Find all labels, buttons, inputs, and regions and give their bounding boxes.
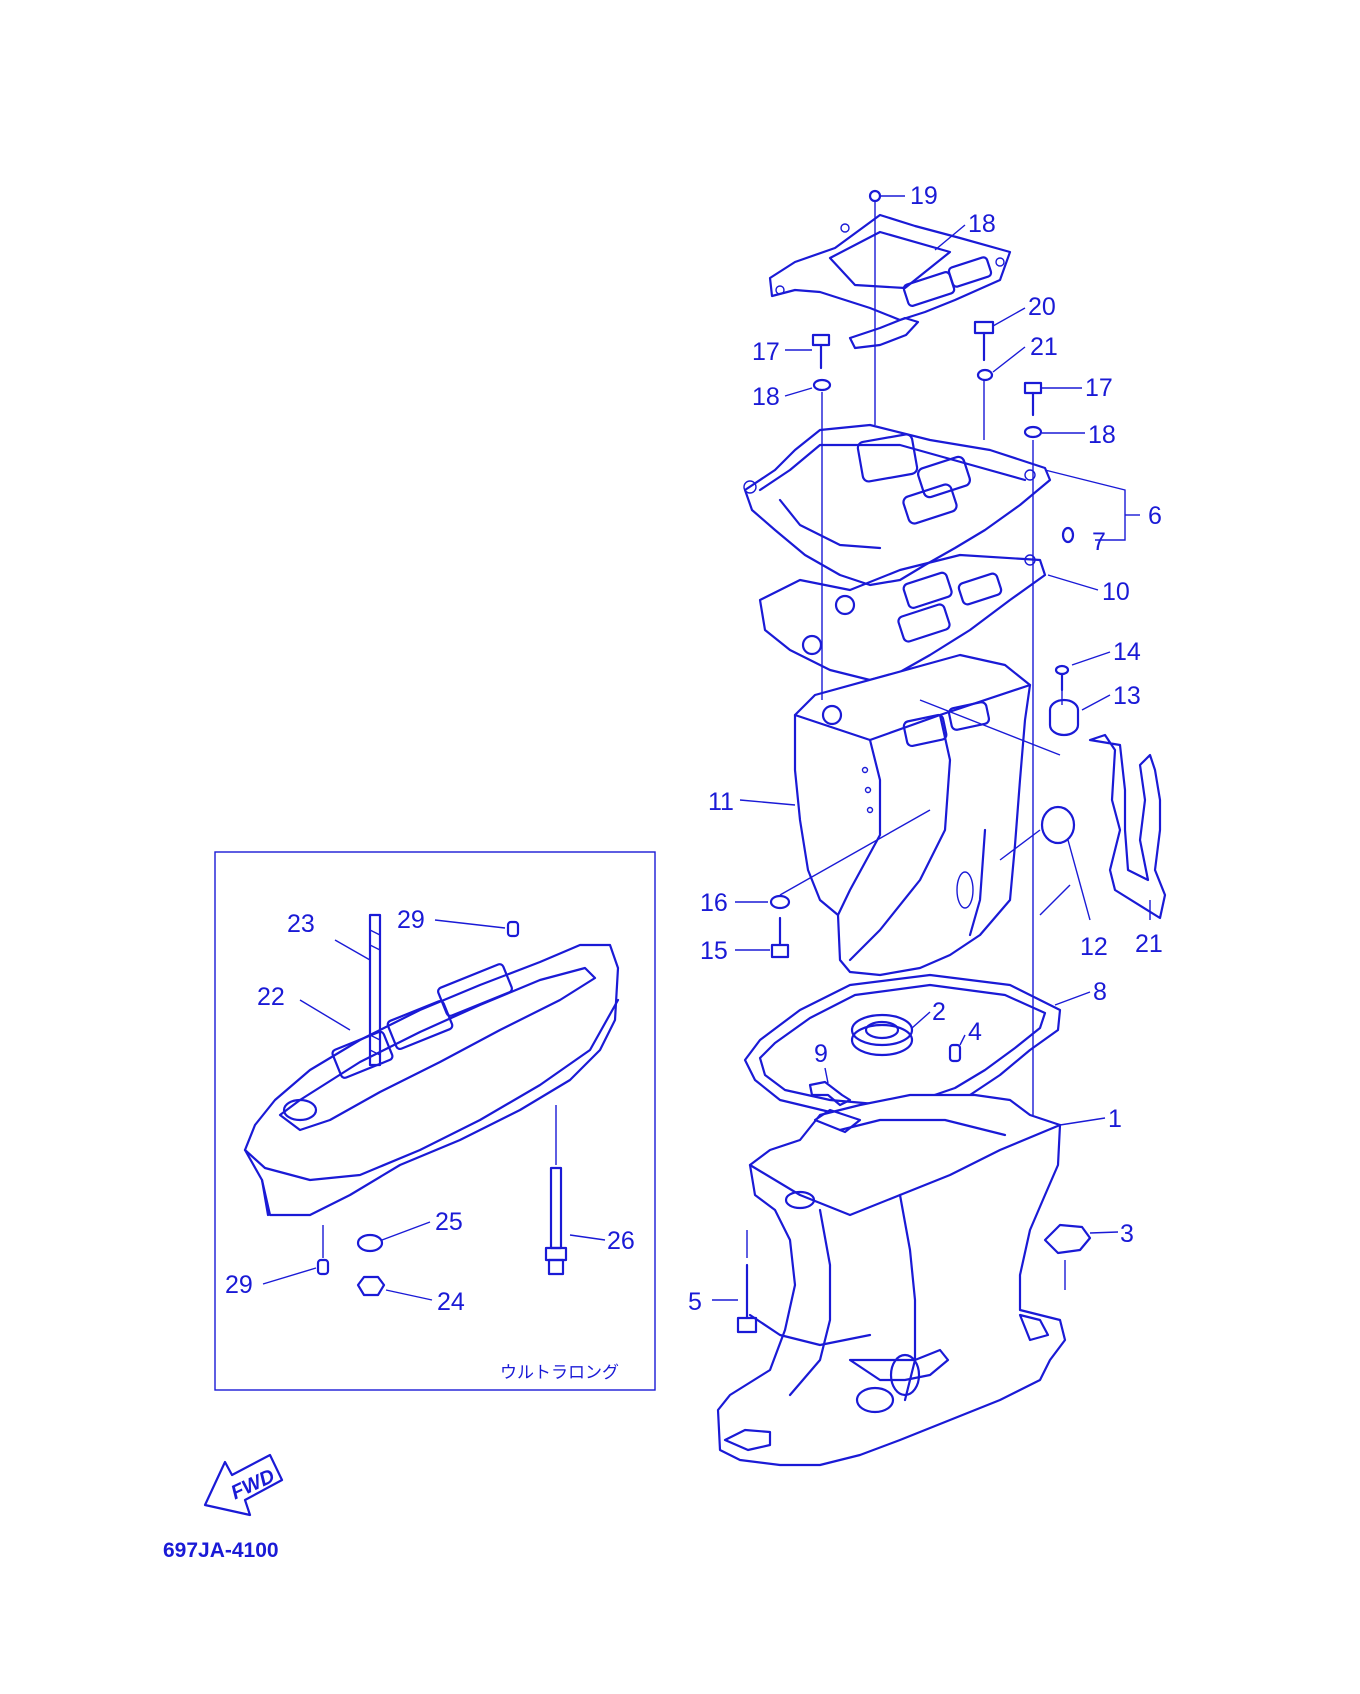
leader-lines: [712, 195, 1151, 1301]
callout-26: 24: [437, 1288, 465, 1316]
part-8-rubber-seal: [743, 973, 1062, 1117]
callout-23: 21: [1135, 930, 1163, 958]
part-25-stud: [368, 913, 382, 1067]
callout-1: 1: [1108, 1105, 1122, 1133]
callout-5: 5: [688, 1288, 702, 1316]
callout-17a: 17: [752, 338, 780, 366]
part-28-long-bolt: [544, 1166, 568, 1276]
inset-leader-lines: [262, 919, 606, 1301]
part-12-plug: [1040, 805, 1076, 845]
part-23-seal-bracket: [1088, 733, 1167, 920]
callout-10: 10: [1102, 578, 1130, 606]
callout-29-top: 29: [397, 906, 425, 934]
callout-2: 2: [932, 998, 946, 1026]
callout-16: 16: [700, 889, 728, 917]
part-20-washer: [868, 189, 882, 203]
callout-9: 9: [814, 1040, 828, 1068]
callout-18a: 18: [752, 383, 780, 411]
callout-21: 20: [1028, 293, 1056, 321]
inset-box: [214, 851, 656, 1391]
part-15-bolt: [770, 916, 790, 959]
part-18-washer-right: [1023, 425, 1043, 439]
part-16-washer: [769, 894, 791, 910]
part-5-bolt: [736, 1263, 758, 1334]
part-2-oil-seal: [850, 1013, 914, 1057]
part-29-pin-top: [506, 920, 520, 938]
callout-27: 25: [435, 1208, 463, 1236]
callout-20: 19: [910, 182, 938, 210]
part-1-lower-case: [716, 1093, 1067, 1467]
part-26-nut: [356, 1275, 386, 1297]
callout-12: 12: [1080, 933, 1108, 961]
callout-15: 15: [700, 937, 728, 965]
part-27-washer: [356, 1233, 384, 1253]
callout-17b: 17: [1085, 374, 1113, 402]
part-14-screw: [1054, 664, 1070, 692]
guide-lines: [746, 202, 1071, 1290]
fwd-label: FWD: [228, 1465, 279, 1504]
callout-25: 23: [287, 910, 315, 938]
callout-13: 13: [1113, 682, 1141, 710]
part-17-bolt-left: [811, 333, 831, 370]
callout-8: 8: [1093, 978, 1107, 1006]
fwd-arrow-icon: FWD: [203, 1453, 284, 1517]
callout-19: 18: [968, 210, 996, 238]
callout-28: 26: [607, 1227, 635, 1255]
part-10-gasket: [758, 553, 1047, 682]
part-3-cap: [1043, 1223, 1092, 1255]
part-18-washer-left: [812, 378, 832, 392]
callout-3: 3: [1120, 1220, 1134, 1248]
part-24-extension-case: [243, 943, 620, 1217]
callout-29-bottom: 29: [225, 1271, 253, 1299]
callout-11: 11: [708, 788, 734, 816]
part-11-upper-casing: [793, 653, 1032, 977]
part-6-exhaust-guide: [743, 423, 1052, 587]
part-22-washer: [976, 368, 994, 382]
callout-22: 21: [1030, 333, 1058, 361]
part-7-pin: [1061, 526, 1075, 544]
callout-6: 6: [1148, 502, 1162, 530]
callout-7: 7: [1092, 528, 1106, 556]
diagram-code: 697JA-4100: [163, 1539, 279, 1562]
part-29-pin-bottom: [316, 1258, 330, 1276]
callout-24: 22: [257, 983, 285, 1011]
callout-14: 14: [1113, 638, 1141, 666]
part-17-bolt-right: [1023, 381, 1043, 417]
callout-labels: 19 18 20 21 17 18 17 18 6 7 10 14 13 11 …: [225, 182, 1163, 1316]
part-21-bolt: [973, 320, 995, 362]
part-13-grommet: [1048, 698, 1080, 737]
callout-4: 4: [968, 1018, 982, 1046]
part-4-dowel-pin: [948, 1043, 962, 1063]
inset-caption: ウルトラロング: [500, 1363, 619, 1383]
callout-18b: 18: [1088, 421, 1116, 449]
part-19-upper-gasket: [768, 213, 1012, 350]
part-9-clip: [808, 1080, 852, 1107]
